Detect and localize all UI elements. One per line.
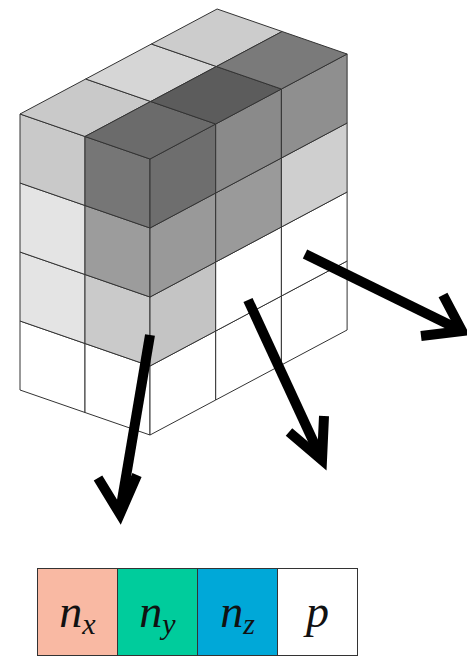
- cube-face: [216, 32, 347, 90]
- subscript-text: x: [82, 609, 95, 639]
- subscript-text: y: [162, 609, 175, 639]
- symbol-text: n: [59, 589, 82, 635]
- legend-cell: nz: [197, 568, 278, 656]
- arrow-head: [421, 295, 462, 336]
- arrow-head: [289, 416, 324, 460]
- arrow-head: [98, 475, 137, 514]
- arrow-shaft: [248, 300, 321, 458]
- symbol-text: n: [139, 589, 162, 635]
- arrow-group: [98, 254, 462, 514]
- legend-cell: nx: [37, 568, 118, 656]
- subscript-text: z: [243, 609, 255, 639]
- cube-grid: [20, 9, 347, 435]
- arrow-shaft: [305, 254, 460, 330]
- symbol-text: p: [306, 589, 329, 635]
- legend-cell: ny: [117, 568, 198, 656]
- symbol-text: n: [220, 589, 243, 635]
- legend-cell: p: [277, 568, 358, 656]
